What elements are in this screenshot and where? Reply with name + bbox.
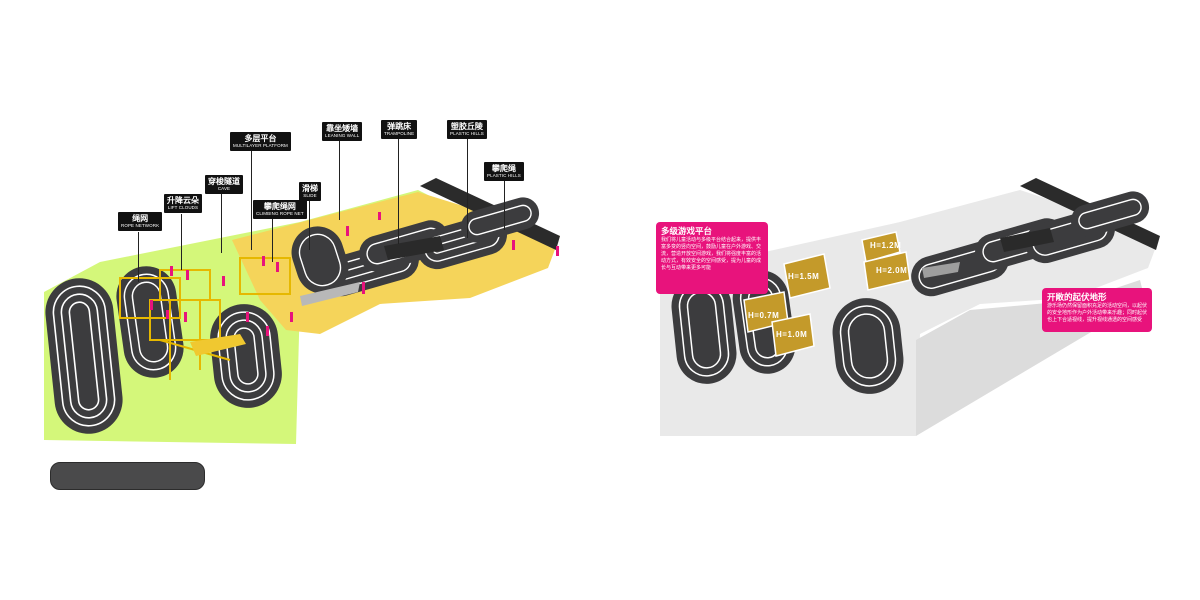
leader-slide xyxy=(309,200,310,250)
slide xyxy=(922,262,960,278)
label-cn: 攀爬绳网 xyxy=(263,202,296,211)
label-multilayer-platform: 多层平台 MULTILAYER PLATFORM xyxy=(230,132,291,151)
label-en: PLASTIC HILLS xyxy=(450,131,484,136)
label-en: PLASTIC HILLS xyxy=(487,173,521,178)
label-cn: 攀爬绳 xyxy=(491,164,516,173)
label-en: LIFT CLOUDS xyxy=(167,205,199,210)
label-slide: 滑梯 SLIDE xyxy=(299,182,321,201)
label-cn: 绳网 xyxy=(132,214,149,223)
height-label-1-2: H=1.2M xyxy=(870,241,902,250)
yellow-play-structure xyxy=(119,257,291,380)
label-en: CLIMBING ROPE NET xyxy=(256,211,304,216)
leader-multilayer xyxy=(251,150,252,250)
label-en: CAVE xyxy=(217,186,231,191)
people-figures xyxy=(150,212,559,336)
label-cn: 塑胶丘陵 xyxy=(450,122,483,131)
leader-lift-cloud xyxy=(181,214,182,270)
label-cave: 穿梭隧道 CAVE xyxy=(205,175,243,194)
height-label-1-5: H=1.5M xyxy=(788,272,820,281)
height-label-1-0: H=1.0M xyxy=(776,330,808,339)
label-plastic-hills: 塑胶丘陵 PLASTIC HILLS xyxy=(447,120,487,139)
label-en: SLIDE xyxy=(303,193,317,198)
track-oval-middle-2 xyxy=(832,298,904,394)
label-trampoline: 弹跳床 TRAMPOLINE xyxy=(381,120,418,139)
label-rope-network: 绳网 ROPE NETWORK xyxy=(118,212,163,231)
leader-cave xyxy=(221,193,222,253)
label-climbing-rope: 攀爬绳 PLASTIC HILLS xyxy=(484,162,524,181)
info-title: 开敞的起伏地形 xyxy=(1047,292,1107,302)
left-axonometric-panel: 绳网 ROPE NETWORK 升降云朵 LIFT CLOUDS 穿梭隧道 CA… xyxy=(44,120,560,490)
label-climbing-rope-net: 攀爬绳网 CLIMBING ROPE NET xyxy=(253,200,307,219)
caption-bar xyxy=(50,462,205,490)
label-cn: 升降云朵 xyxy=(167,196,199,205)
leader-plastic-hills xyxy=(467,138,468,238)
multilevel-platforms xyxy=(743,231,911,357)
leader-leaning-wall xyxy=(339,140,340,220)
right-axonometric-panel: H=1.2M H=2.0M H=1.5M H=0.7M H=1.0M 多级游戏平… xyxy=(600,0,1200,600)
slide xyxy=(300,282,360,306)
label-cn: 滑梯 xyxy=(302,184,318,193)
label-cn: 穿梭隧道 xyxy=(208,177,240,186)
info-body: 我们将儿童活动与多级平台结合起来，提供丰富多变的竖向空间，鼓励儿童在户外游戏、交… xyxy=(661,237,762,271)
label-cn: 多层平台 xyxy=(244,134,277,143)
left-site-drawing xyxy=(44,178,560,444)
trampoline xyxy=(1000,228,1054,252)
label-leaning-wall: 靠坐矮墙 LEANING WALL xyxy=(322,122,363,141)
track-group-right xyxy=(911,191,1150,297)
info-box-multilevel: 多级游戏平台 我们将儿童活动与多级平台结合起来，提供丰富多变的竖向空间，鼓励儿童… xyxy=(656,222,768,294)
label-en: MULTILAYER PLATFORM xyxy=(233,143,288,148)
label-en: ROPE NETWORK xyxy=(121,223,160,228)
leader-trampoline xyxy=(398,138,399,244)
height-label-2-0: H=2.0M xyxy=(876,266,908,275)
info-title: 多级游戏平台 xyxy=(661,226,713,236)
label-en: LEANING WALL xyxy=(325,133,360,138)
label-cn: 靠坐矮墙 xyxy=(326,124,359,133)
leader-climbing-net xyxy=(272,218,273,262)
height-label-0-7: H=0.7M xyxy=(748,311,780,320)
track-oval-left xyxy=(45,278,123,434)
label-cn: 弹跳床 xyxy=(387,122,412,131)
info-body: 游乐场仍然保留面积充足的活动空间，以起伏的安全地形作为户外活动带来乐趣；同时起伏… xyxy=(1047,303,1148,323)
track-oval-middle-2 xyxy=(210,304,282,408)
yellow-slide-ramp xyxy=(190,334,246,356)
label-lift-cloud: 升降云朵 LIFT CLOUDS xyxy=(164,194,202,213)
leader-rope-network xyxy=(138,232,139,282)
trampoline xyxy=(384,236,444,260)
info-box-terrain: 开敞的起伏地形 游乐场仍然保留面积充足的活动空间，以起伏的安全地形作为户外活动带… xyxy=(1042,288,1152,332)
leader-climbing-rope xyxy=(504,180,505,230)
label-en: TRAMPOLINE xyxy=(384,131,415,136)
